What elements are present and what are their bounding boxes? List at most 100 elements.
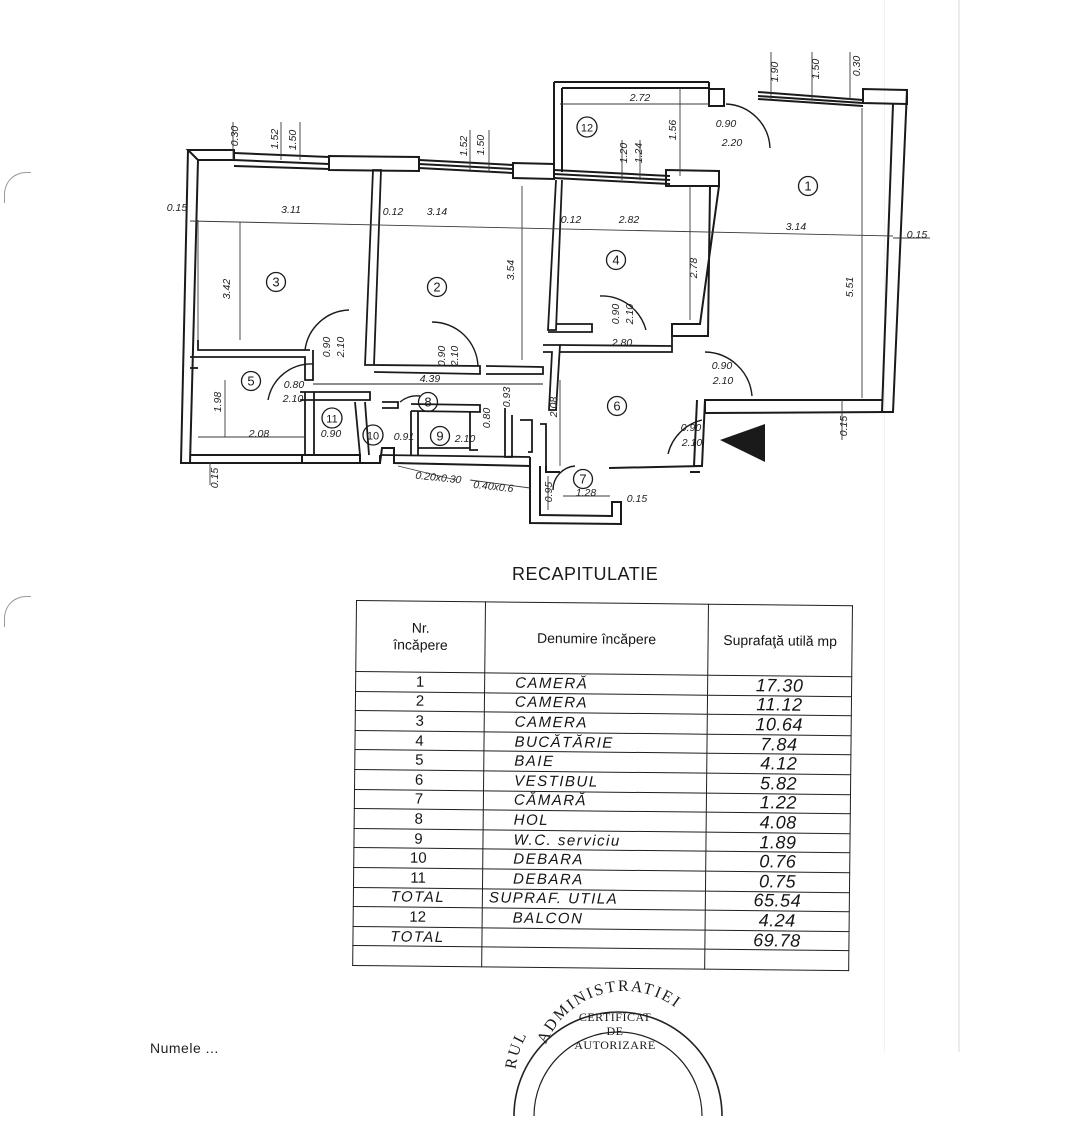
dimension-label: 4.39 xyxy=(420,373,441,385)
grand-total-label: TOTAL xyxy=(352,926,483,948)
scan-page-fold xyxy=(884,0,885,1052)
room-number-circle xyxy=(797,175,819,197)
room-area-cell: 17.30 xyxy=(707,675,852,697)
dimension-label: 1.28 xyxy=(576,487,597,499)
dimension-label: 1.50 xyxy=(475,135,487,156)
room-number-circle xyxy=(426,276,448,298)
dimension-label: 0.15 xyxy=(209,468,221,489)
dimension-label: 1.50 xyxy=(810,59,822,80)
balcony-number-cell: 12 xyxy=(353,906,483,928)
dimension-label: 1.56 xyxy=(667,120,679,141)
dimension-label: 0.15 xyxy=(907,229,928,241)
room-number-label: 3 xyxy=(272,275,279,290)
scan-hole-mark xyxy=(4,596,31,627)
room-number-cell: 11 xyxy=(353,867,483,889)
room-name-cell: VESTIBUL xyxy=(483,770,707,793)
header-room-number: Nr. încăpere xyxy=(355,600,486,673)
room-number-circle xyxy=(362,424,384,446)
footer-text: Numele ... xyxy=(150,1040,219,1056)
dimension-label: 3.14 xyxy=(427,206,448,218)
room-number-marker: 6 xyxy=(606,395,628,417)
dimension-label: 0.80 xyxy=(284,379,305,391)
scan-page-edge xyxy=(958,0,960,1052)
room-number-marker: 12 xyxy=(576,116,598,138)
dimension-label: 2.10 xyxy=(454,433,476,445)
room-area-cell: 0.75 xyxy=(705,871,850,893)
room-number-label: 4 xyxy=(612,253,619,268)
room-number-circle xyxy=(576,116,598,138)
dimension-label: 2.10 xyxy=(681,437,703,449)
scan-hole-mark xyxy=(4,172,31,203)
room-number-label: 5 xyxy=(247,374,254,389)
room-number-cell: 6 xyxy=(354,769,484,791)
room-number-cell: 10 xyxy=(353,847,483,869)
room-number-label: 9 xyxy=(436,429,443,444)
room-area-cell: 1.89 xyxy=(705,831,851,854)
room-number-cell: 7 xyxy=(354,789,484,811)
room-area-cell: 11.12 xyxy=(707,694,852,716)
room-name-cell: DEBARA xyxy=(482,868,706,891)
dimension-label: 2.10 xyxy=(282,393,304,405)
room-number-label: 1 xyxy=(804,179,811,194)
room-number-marker: 5 xyxy=(240,370,262,392)
door-swing xyxy=(267,103,771,491)
room-number-cell: 9 xyxy=(353,828,484,850)
stamp-line-1: CERTIFICAT xyxy=(578,1010,652,1024)
room-number-circle xyxy=(240,370,262,392)
room-number-marker: 10 xyxy=(362,424,384,446)
dimension-label: 0.80 xyxy=(481,408,493,429)
room-area-cell: 10.64 xyxy=(707,714,852,736)
total-util-area: 65.54 xyxy=(705,890,850,912)
room-number-label: 8 xyxy=(424,395,431,410)
dimension-label: 0.12 xyxy=(561,214,582,226)
room-name-cell: DEBARA xyxy=(482,849,706,872)
dimension-label: 0.15 xyxy=(838,416,850,437)
dimension-label: 2.80 xyxy=(611,337,633,349)
room-number-marker: 9 xyxy=(429,425,451,447)
dimension-label: 0.30 xyxy=(851,56,863,77)
dimension-label: 0.30 xyxy=(229,126,241,147)
dimension-label: 2.20 xyxy=(721,137,743,149)
room-name-cell: BAIE xyxy=(483,751,707,774)
room-name-cell: CAMERĂ xyxy=(484,672,708,695)
room-name-cell: HOL xyxy=(483,810,707,832)
room-number-label: 11 xyxy=(326,414,337,426)
room-number-circle xyxy=(429,425,451,447)
room-number-cell: 8 xyxy=(354,808,484,830)
room-number-marker: 1 xyxy=(797,175,819,197)
dimension-label: 3.14 xyxy=(786,221,807,233)
dimension-label: 0.91 xyxy=(394,431,414,443)
outer-wall xyxy=(179,81,908,526)
dimension-label: 1.98 xyxy=(212,392,224,413)
room-number-marker: 11 xyxy=(321,407,343,429)
dimension-label: 3.54 xyxy=(505,260,517,281)
room-name-cell: CĂMARĂ xyxy=(483,790,707,813)
authorization-stamp: ADMINISTRATIEI RUL CERTIFICAT DE AUTORIZ… xyxy=(500,966,730,1136)
dimension-label: 0.12 xyxy=(383,206,404,218)
room-name-cell: BUCĂTĂRIE xyxy=(483,731,708,754)
dimension-label: 0.90 xyxy=(712,360,733,372)
room-number-marker: 7 xyxy=(572,468,594,490)
dimension-label: 2.78 xyxy=(688,258,700,280)
dimension-label: 0.15 xyxy=(167,202,188,214)
room-area-cell: 5.82 xyxy=(706,773,851,795)
dimension-label: 2.10 xyxy=(449,346,461,368)
header-room-area: Suprafaţă utilă mp xyxy=(707,604,853,677)
balcony-name-cell: BALCON xyxy=(482,907,706,930)
dimension-line xyxy=(189,52,930,510)
recap-table: Nr. încăpere Denumire încăpere Suprafaţă… xyxy=(352,600,853,971)
dimension-label: 0.90 xyxy=(610,304,622,325)
room-number-circle xyxy=(265,271,287,293)
dimension-label: 1.52 xyxy=(458,136,470,157)
interior-wall xyxy=(190,169,673,466)
room-number-circle xyxy=(417,391,439,413)
dimension-label: 2.10 xyxy=(335,337,347,359)
dimension-label: 0.40x0.6 xyxy=(473,479,514,495)
room-number-label: 7 xyxy=(579,472,586,487)
room-number-cell: 4 xyxy=(354,730,485,752)
total-util-name: SUPRAF. UTILA xyxy=(482,888,706,911)
stamp-line-2: DE xyxy=(606,1024,624,1038)
room-number-cell: 1 xyxy=(355,671,485,693)
room-number-circle xyxy=(572,468,594,490)
